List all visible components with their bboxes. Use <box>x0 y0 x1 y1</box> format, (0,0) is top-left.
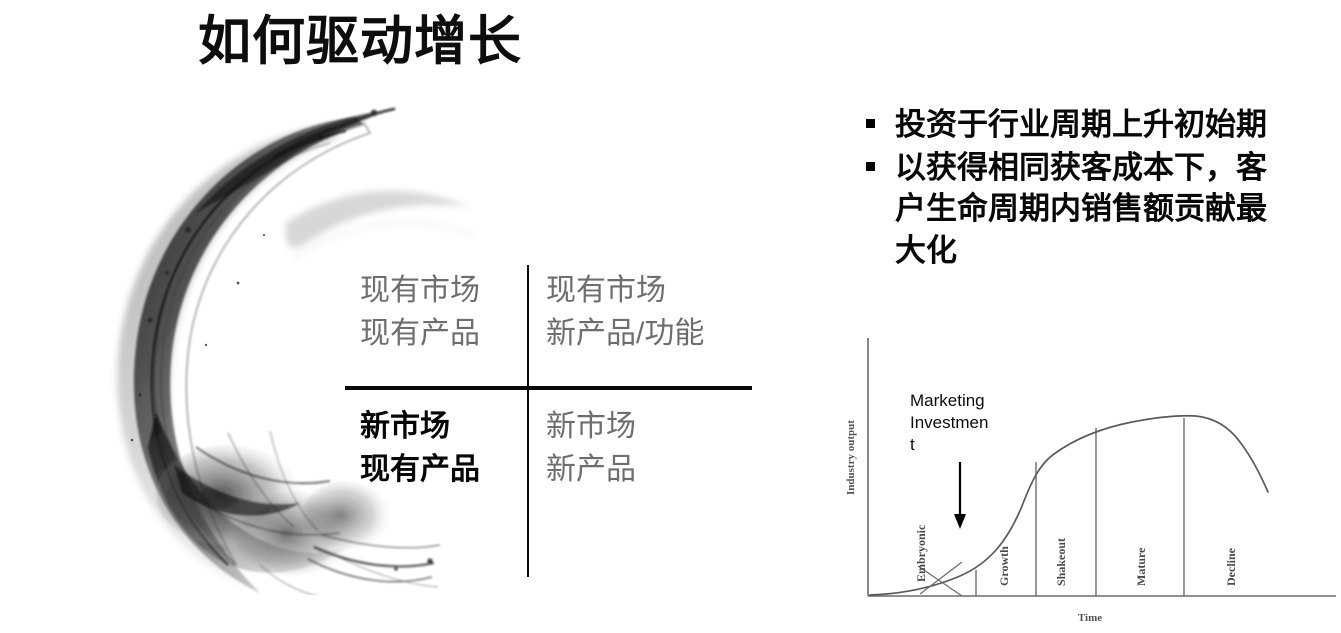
list-item: 投资于行业周期上升初始期 <box>866 104 1316 145</box>
quadrant-line-2: 新产品/功能 <box>546 316 705 350</box>
page-title: 如何驱动增长 <box>198 12 522 71</box>
leader-line-a <box>917 565 963 597</box>
quadrant-line-1: 现有市场 <box>360 274 480 307</box>
chart-y-axis-label: Industry output <box>845 420 857 495</box>
phase-label-decline: Decline <box>1224 547 1238 586</box>
annotation-line-1: Marketing <box>910 391 985 410</box>
phase-label-embryonic: Embryonic <box>914 524 928 582</box>
square-bullet-icon <box>866 162 875 172</box>
quadrant-line-1: 现有市场 <box>546 274 666 307</box>
list-item: 以获得相同获客成本下，客户生命周期内销售额贡献最大化 <box>866 147 1316 271</box>
industry-output-curve <box>869 414 1269 596</box>
chart-x-axis-label: Time <box>1078 612 1102 624</box>
ansoff-growth-matrix: 现有市场 现有产品 现有市场 新产品/功能 新市场 现有产品 新市场 新产品 <box>340 258 760 578</box>
bullet-text: 投资于行业周期上升初始期 <box>895 107 1267 142</box>
annotation-line-2: Investmen <box>910 413 988 432</box>
matrix-quadrant-bottom-right: 新市场 新产品 <box>546 406 636 492</box>
phase-label-shakeout: Shakeout <box>1054 538 1068 586</box>
matrix-vertical-divider <box>527 265 529 577</box>
matrix-quadrant-bottom-left: 新市场 现有产品 <box>360 406 480 492</box>
quadrant-line-1: 新市场 <box>360 410 450 443</box>
industry-life-cycle-chart: Industry output Time Embryonic Growth Sh… <box>840 330 1340 633</box>
quadrant-line-2: 现有产品 <box>360 316 480 350</box>
square-bullet-icon <box>866 119 875 128</box>
marketing-investment-annotation: Marketing Investmen t <box>910 391 988 529</box>
matrix-horizontal-divider <box>345 386 752 390</box>
down-arrow-icon <box>954 514 966 529</box>
quadrant-line-2: 现有产品 <box>360 452 480 486</box>
matrix-quadrant-top-left: 现有市场 现有产品 <box>360 270 480 356</box>
leader-line-b <box>919 561 963 595</box>
phase-label-mature: Mature <box>1134 547 1148 586</box>
quadrant-line-2: 新产品 <box>546 452 636 486</box>
annotation-line-3: t <box>910 435 915 454</box>
bullet-list: 投资于行业周期上升初始期 以获得相同获客成本下，客户生命周期内销售额贡献最大化 <box>866 104 1316 273</box>
matrix-quadrant-top-right: 现有市场 新产品/功能 <box>546 270 704 356</box>
bullet-text: 以获得相同获客成本下，客户生命周期内销售额贡献最大化 <box>895 150 1267 268</box>
quadrant-line-1: 新市场 <box>546 410 636 443</box>
phase-label-growth: Growth <box>997 546 1011 586</box>
ink-smoke-artwork <box>78 95 478 595</box>
